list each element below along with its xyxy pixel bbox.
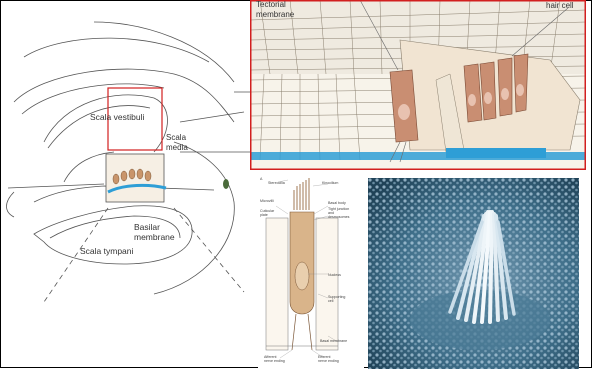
organ-drawing: Tectorial membrane hair cell [250, 0, 586, 170]
label-basal-body: Basal body [328, 201, 346, 205]
label-kinocilium: Kinocilium [322, 181, 338, 185]
ganglion-mark [223, 179, 229, 189]
label-basilar-1: Basilar [134, 222, 160, 232]
label-microvilli: Microvilli [260, 199, 274, 203]
nucleus-shape [295, 262, 309, 290]
sem-image [368, 178, 579, 369]
label-supporting-2: cell [328, 299, 334, 303]
label-efferent-2: nerve ending [318, 359, 339, 363]
label-afferent-2: nerve ending [264, 359, 285, 363]
label-panel-letter: A [260, 177, 263, 181]
cochlea-drawing: Scala vestibuli Scala media Basilar memb… [4, 2, 254, 360]
organ-of-corti-detail: Tectorial membrane hair cell [250, 0, 586, 170]
label-scala-tympani: Scala tympani [80, 246, 133, 256]
label-basal-membrane: Basal membrane [320, 339, 347, 343]
label-hair-cell: hair cell [546, 1, 574, 10]
cochlea-cross-section: Scala vestibuli Scala media Basilar memb… [4, 2, 254, 360]
label-nucleus: Nucleus [328, 273, 341, 277]
label-scala-media-2: media [166, 143, 188, 152]
hair-cell-drawing: A Stereocilia Kinocilium Microvilli Cuti… [258, 174, 364, 368]
label-basilar-2: membrane [134, 232, 175, 242]
hair-cell-schematic: A Stereocilia Kinocilium Microvilli Cuti… [258, 174, 364, 368]
label-scala-media-1: Scala [166, 133, 187, 142]
label-scala-vestibuli: Scala vestibuli [90, 112, 144, 122]
label-tectorial-2: membrane [256, 10, 295, 19]
sem-micrograph [368, 178, 579, 369]
label-tectorial-1: Tectorial [256, 0, 286, 9]
label-tight-3: desmosomes [328, 215, 350, 219]
label-cuticular-2: plate [260, 213, 268, 217]
label-stereocilia: Stereocilia [268, 181, 285, 185]
